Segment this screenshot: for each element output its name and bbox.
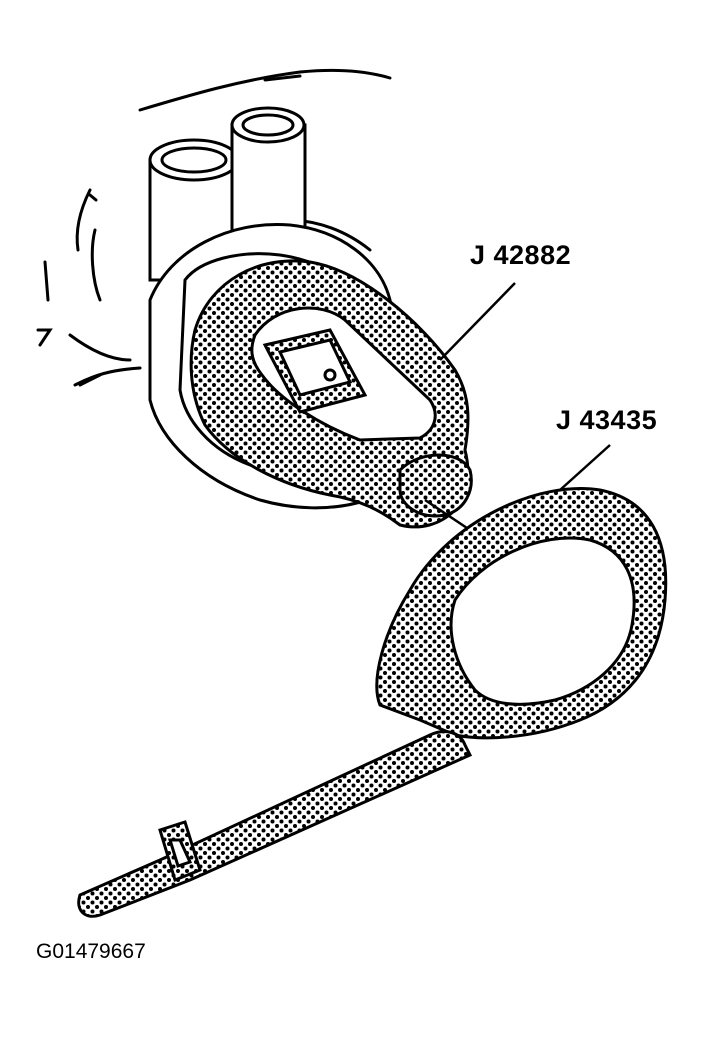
adapter-tool-j42882 (189, 259, 473, 529)
callout-leader-lines (424, 282, 611, 532)
callout-j42882: J 42882 (470, 240, 572, 270)
callout-j43435: J 43435 (556, 405, 658, 435)
figure-id: G01479667 (36, 940, 146, 963)
wrench-tool-j43435 (77, 487, 668, 918)
